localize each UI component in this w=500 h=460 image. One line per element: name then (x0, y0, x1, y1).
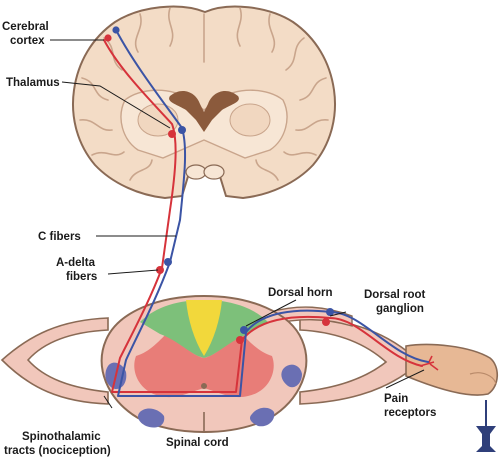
tack-icon (476, 400, 496, 452)
label-cerebral-cortex-1: Cerebral (2, 21, 49, 33)
nerve-fiber-pathways (103, 26, 429, 398)
label-dorsal-horn: Dorsal horn (268, 287, 333, 299)
label-c-fibers: C fibers (38, 231, 81, 243)
brain-coronal-section (72, 5, 336, 200)
finger-with-pain-receptors (405, 343, 499, 396)
leader-lines (50, 39, 425, 409)
label-cerebral-cortex-2: cortex (10, 35, 45, 47)
label-spinal-cord: Spinal cord (166, 437, 229, 449)
labels: Cerebral cortex Thalamus C fibers A-delt… (2, 21, 436, 457)
a-delta-fiber-path (103, 39, 423, 394)
lateral-ventricles (169, 90, 239, 132)
synapse-dots (104, 26, 334, 344)
right-spinal-nerve (299, 317, 409, 405)
label-thalamus: Thalamus (6, 77, 60, 89)
label-dorsal-root-ganglion-2: ganglion (376, 303, 424, 315)
label-spinothalamic-1: Spinothalamic (22, 431, 101, 443)
label-pain-receptors-1: Pain (384, 393, 408, 405)
cord-gray-matter (134, 330, 274, 398)
finger (405, 343, 499, 396)
dorsal-funiculus-yellow (186, 300, 222, 356)
label-pain-receptors-2: receptors (384, 407, 436, 419)
central-canal (201, 383, 207, 389)
left-spinal-nerve (0, 317, 109, 405)
label-spinothalamic-2: tracts (nociception) (4, 445, 111, 457)
label-a-delta-2: fibers (66, 271, 97, 283)
label-dorsal-root-ganglion-1: Dorsal root (364, 289, 426, 301)
cortex-gyri (79, 7, 329, 181)
thalamus-region (137, 103, 179, 137)
label-a-delta-1: A-delta (56, 257, 96, 269)
